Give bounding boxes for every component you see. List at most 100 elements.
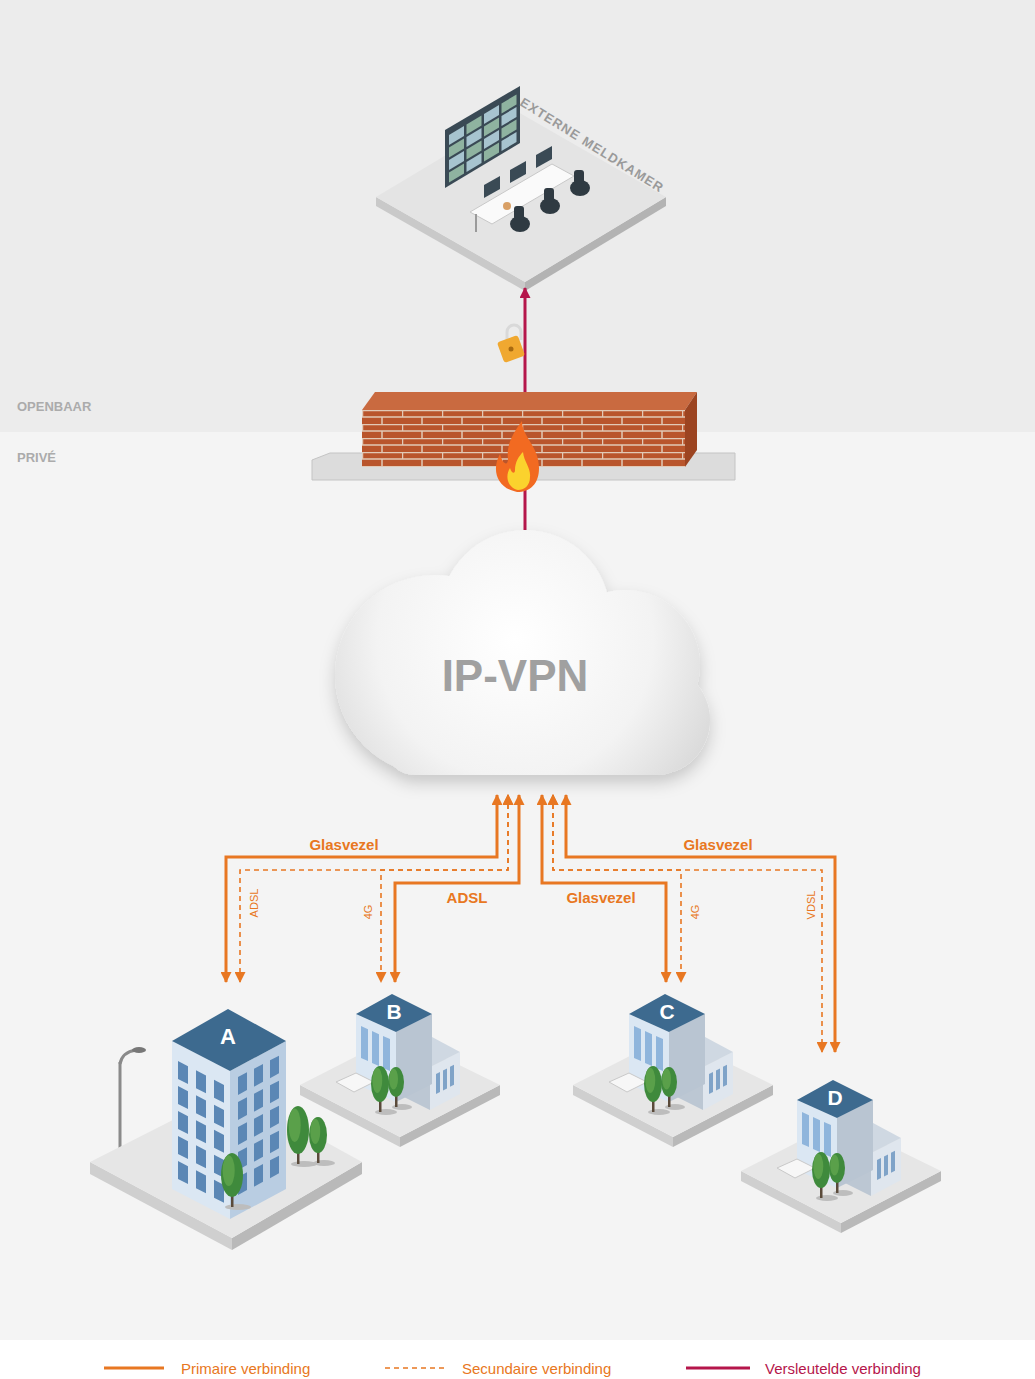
shape	[891, 1151, 895, 1173]
shape	[609, 1073, 647, 1092]
shape	[436, 1072, 440, 1094]
secondary-connection	[381, 795, 508, 982]
control-room	[510, 161, 526, 183]
shape	[270, 1081, 279, 1104]
shape	[484, 143, 499, 162]
firewall	[507, 452, 530, 490]
building-c	[661, 1067, 677, 1097]
building-c	[662, 1069, 671, 1090]
zone-label: OPENBAAR	[17, 399, 91, 414]
shape	[172, 1041, 230, 1219]
connector-layer	[226, 288, 835, 1052]
padlock	[509, 347, 514, 352]
connection-type: 4G	[362, 904, 374, 921]
connection-type: Glasvezel	[565, 890, 636, 907]
shape	[356, 994, 432, 1032]
shape	[450, 1065, 454, 1087]
building-a	[289, 1108, 301, 1142]
legend-text: Primaire verbinding	[181, 1360, 310, 1377]
building-a	[287, 1106, 309, 1154]
buildings	[120, 1050, 136, 1064]
connection-type: 4G	[689, 904, 701, 921]
shape	[178, 1061, 188, 1084]
legend-text: Secundaire verbinding	[462, 1360, 611, 1377]
network-name: IP-VPN	[442, 651, 589, 701]
shape	[178, 1161, 188, 1184]
connection-type: Glasvezel	[682, 837, 753, 854]
shape	[645, 1031, 652, 1066]
connection-type: Glasvezel	[308, 837, 379, 854]
building-b	[371, 1066, 389, 1102]
private-zone	[0, 432, 1035, 1340]
shape	[629, 994, 705, 1032]
secondary-connection	[240, 795, 508, 982]
buildings	[90, 994, 941, 1250]
building-b	[300, 994, 500, 1147]
padlock	[497, 325, 525, 363]
cloud-shape	[335, 530, 710, 775]
legend-sample	[686, 1367, 750, 1370]
site-letter: C	[659, 1000, 674, 1024]
shape	[254, 1164, 263, 1187]
building-a	[313, 1160, 335, 1166]
legend-sample	[385, 1367, 445, 1369]
shape	[270, 1056, 279, 1079]
shape	[178, 1111, 188, 1134]
shape	[777, 1159, 815, 1178]
shape	[656, 1036, 663, 1071]
zone-label: PRIVÉ	[17, 450, 56, 465]
building-a	[291, 1161, 317, 1167]
control-room	[514, 206, 524, 220]
building-a	[221, 1153, 243, 1197]
shape	[372, 1031, 379, 1066]
shape	[196, 1170, 206, 1193]
building-a	[223, 1155, 235, 1186]
shape	[238, 1122, 247, 1145]
site-letter: B	[386, 1000, 401, 1024]
legend-text: Versleutelde verbinding	[765, 1360, 921, 1377]
building-d	[829, 1153, 845, 1183]
primary-connection	[395, 795, 519, 982]
firewall	[496, 421, 539, 492]
building-c	[648, 1109, 670, 1115]
shape	[178, 1136, 188, 1159]
shape	[214, 1080, 224, 1103]
shape	[196, 1095, 206, 1118]
shape	[336, 1073, 374, 1092]
shape	[716, 1068, 720, 1090]
primary-connection	[566, 795, 835, 1052]
shape	[709, 1072, 713, 1094]
shape	[270, 1106, 279, 1129]
shape	[214, 1130, 224, 1153]
shape	[178, 1086, 188, 1109]
control-room	[503, 202, 511, 210]
shape	[196, 1120, 206, 1143]
building-node: C	[625, 982, 709, 1102]
shape	[383, 1036, 390, 1071]
shape	[467, 153, 482, 172]
building-c	[573, 994, 773, 1147]
site-letter: D	[827, 1086, 842, 1110]
building-b	[388, 1067, 404, 1097]
secondary-connection	[553, 795, 822, 1052]
control-room	[376, 112, 666, 282]
shape	[214, 1105, 224, 1128]
secondary-connection	[553, 795, 681, 982]
building-a	[225, 1204, 251, 1210]
building-d	[813, 1154, 823, 1179]
building-b	[375, 1109, 397, 1115]
building-c	[644, 1066, 662, 1102]
firewall	[362, 392, 697, 410]
building-a	[90, 1009, 362, 1250]
control-room	[445, 86, 520, 188]
public-zone	[0, 0, 1035, 432]
room-title: EXTERNE MELDKAMER	[517, 95, 666, 196]
buildings	[132, 1047, 146, 1053]
shape	[172, 1009, 286, 1071]
control-room	[376, 86, 666, 291]
building-node: B	[352, 982, 436, 1102]
shape	[449, 164, 464, 183]
control-room	[544, 188, 554, 202]
firewall	[685, 392, 697, 467]
